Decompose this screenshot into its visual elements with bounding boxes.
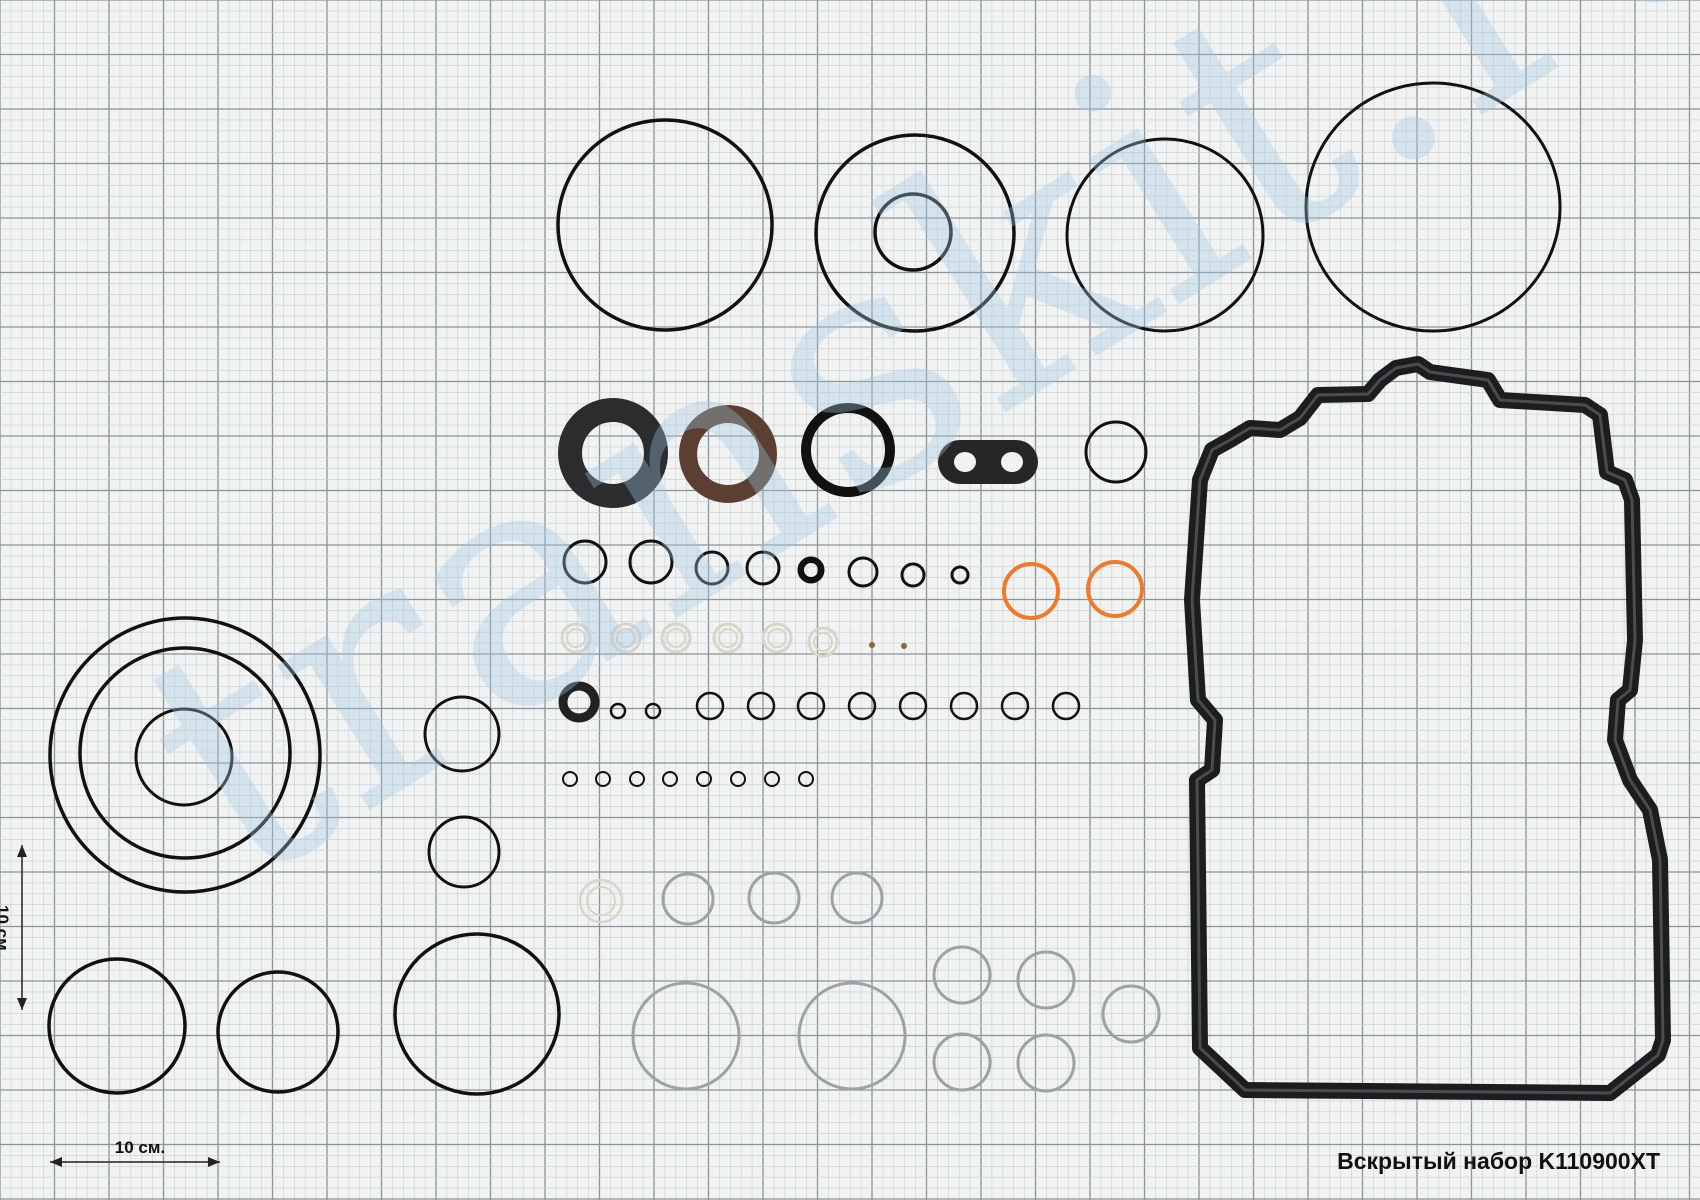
clear-washer-inner xyxy=(616,628,636,648)
clear-washer-inner xyxy=(718,628,738,648)
small-o-ring xyxy=(609,702,627,720)
o-ring xyxy=(393,932,561,1096)
tiny-o-ring xyxy=(696,771,712,787)
oval-gasket-hole xyxy=(954,452,976,472)
small-o-ring xyxy=(898,691,928,721)
orange-seal xyxy=(1086,560,1144,618)
orange-seal xyxy=(1002,562,1060,620)
tiny-o-ring xyxy=(562,771,578,787)
clear-washer-inner xyxy=(566,628,586,648)
o-ring xyxy=(1304,81,1562,333)
clear-washer xyxy=(761,622,793,654)
vertical-scale-label: 10 см. xyxy=(0,905,12,956)
horizontal-scale-label: 10 см. xyxy=(114,1138,166,1157)
tiny-o-ring xyxy=(662,771,678,787)
small-o-ring xyxy=(1000,691,1030,721)
o-ring xyxy=(1065,137,1265,333)
o-ring xyxy=(78,646,292,860)
o-ring xyxy=(556,118,774,332)
clear-washer xyxy=(560,622,592,654)
clear-washer xyxy=(660,622,692,654)
lip-seal xyxy=(558,681,600,723)
o-ring xyxy=(134,707,234,807)
o-ring xyxy=(423,695,501,773)
clear-washer xyxy=(610,622,642,654)
arrow-icon xyxy=(17,998,27,1010)
clear-washer xyxy=(578,878,624,924)
small-o-ring xyxy=(847,691,877,721)
small-o-ring xyxy=(694,550,730,586)
shaft-seal xyxy=(679,405,777,503)
clear-washer-inner xyxy=(767,628,787,648)
o-ring xyxy=(48,616,322,894)
brass-ball xyxy=(901,643,907,649)
metal-sealing-ring xyxy=(1016,1033,1076,1093)
clear-washer-inner xyxy=(666,628,686,648)
arrow-icon xyxy=(50,1157,62,1167)
o-ring xyxy=(427,815,501,889)
small-o-ring xyxy=(847,556,879,588)
clear-washer-inner xyxy=(586,886,616,916)
small-o-ring xyxy=(796,691,826,721)
oval-gasket xyxy=(938,440,1038,484)
oil-pan-gasket xyxy=(1184,356,1671,1101)
oil-pan-gasket-edge xyxy=(1190,362,1665,1095)
kit-caption: Вскрытый набор K110900XT xyxy=(1337,1148,1660,1174)
clear-washer xyxy=(712,622,744,654)
metal-sealing-ring xyxy=(797,981,907,1091)
small-o-ring xyxy=(1051,691,1081,721)
small-o-ring xyxy=(798,557,824,583)
tiny-o-ring xyxy=(730,771,746,787)
clear-washer xyxy=(807,626,839,658)
o-ring xyxy=(216,970,340,1094)
metal-sealing-ring xyxy=(631,981,741,1091)
arrow-icon xyxy=(17,845,27,857)
o-ring xyxy=(814,133,1016,333)
brass-ball xyxy=(869,642,875,648)
small-o-ring xyxy=(949,691,979,721)
oval-gasket-hole xyxy=(1001,452,1023,472)
metal-sealing-ring xyxy=(932,945,992,1005)
small-o-ring xyxy=(695,691,725,721)
small-o-ring xyxy=(562,539,608,585)
tiny-o-ring xyxy=(764,771,780,787)
small-o-ring xyxy=(628,539,674,585)
metal-sealing-ring xyxy=(747,871,801,925)
small-o-ring xyxy=(900,562,926,588)
small-o-ring xyxy=(746,691,776,721)
o-ring xyxy=(47,957,187,1095)
metal-sealing-ring xyxy=(1016,950,1076,1010)
tiny-o-ring xyxy=(629,771,645,787)
o-ring xyxy=(1084,420,1148,484)
tiny-o-ring xyxy=(798,771,814,787)
tiny-o-ring xyxy=(595,771,611,787)
shaft-seal xyxy=(558,398,668,508)
metal-sealing-ring xyxy=(661,872,715,926)
shaft-seal xyxy=(801,403,895,497)
o-ring xyxy=(873,192,953,272)
metal-sealing-ring xyxy=(932,1032,992,1092)
small-o-ring xyxy=(950,565,970,585)
metal-sealing-ring xyxy=(1101,984,1161,1044)
metal-sealing-ring xyxy=(830,871,884,925)
small-o-ring xyxy=(644,702,662,720)
small-o-ring xyxy=(745,550,781,586)
clear-washer-inner xyxy=(813,632,833,652)
arrow-icon xyxy=(208,1157,220,1167)
